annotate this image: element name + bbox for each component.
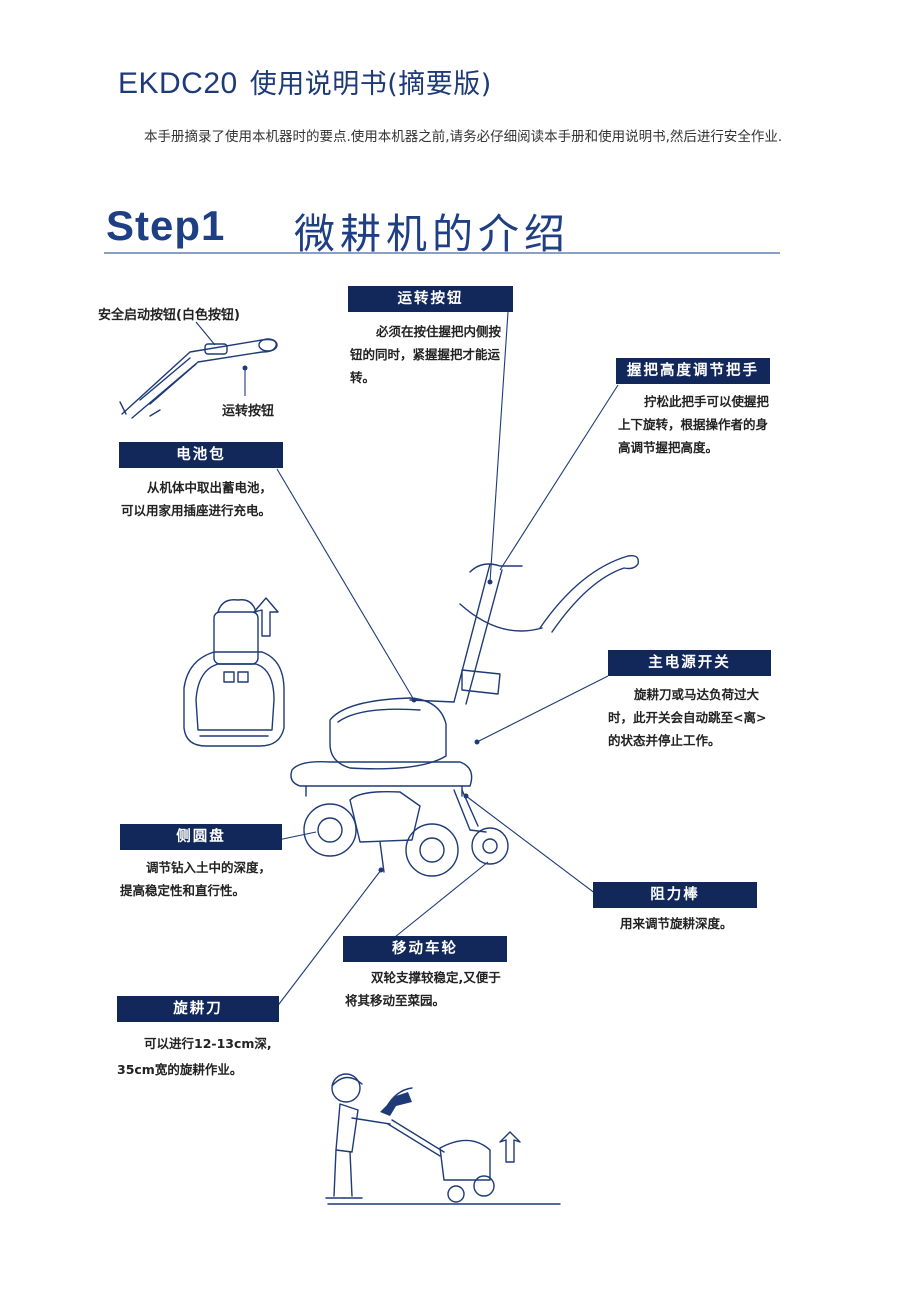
step-title: 微耕机的介绍 bbox=[294, 210, 570, 258]
intro-paragraph: 本手册摘录了使用本机器时的要点.使用本机器之前,请务必仔细阅读本手册和使用说明书… bbox=[144, 129, 783, 145]
wheel-label: 移动车轮 bbox=[343, 936, 507, 962]
operator-scene-illustration bbox=[325, 1073, 561, 1205]
arrow-icon bbox=[380, 1092, 412, 1116]
battery-label: 电池包 bbox=[119, 442, 283, 468]
run-button-desc: 必须在按住握把内侧按钮的同时，紧握握把才能运转。 bbox=[350, 324, 502, 385]
step-number: Step1 bbox=[106, 202, 226, 249]
battery-illustration bbox=[183, 597, 285, 747]
manual-title: 使用说明书(摘要版) bbox=[249, 69, 492, 100]
run-button-label: 运转按钮 bbox=[348, 286, 513, 312]
main-switch-desc: 旋耕刀或马达负荷过大时，此开关会自动跳至<离>的状态并停止工作。 bbox=[608, 687, 767, 748]
resist-bar-desc: 用来调节旋耕深度。 bbox=[620, 916, 733, 931]
main-switch-label: 主电源开关 bbox=[608, 650, 771, 676]
battery-desc: 从机体中取出蓄电池，可以用家用插座进行充电。 bbox=[121, 480, 273, 518]
handle-adjust-label: 握把高度调节把手 bbox=[616, 358, 770, 384]
blade-label: 旋耕刀 bbox=[117, 996, 279, 1022]
wheel-desc: 双轮支撑较稳定,又便于将其移动至菜园。 bbox=[345, 970, 501, 1008]
blade-desc-line1: 可以进行12-13cm深, bbox=[144, 1036, 272, 1051]
step-heading: Step1 微耕机的介绍 bbox=[104, 200, 780, 258]
resist-bar-label: 阻力棒 bbox=[593, 882, 757, 908]
blade-desc-line2: 35cm宽的旋耕作业。 bbox=[117, 1062, 243, 1077]
tiller-machine-illustration bbox=[290, 554, 639, 877]
safety-start-button-label: 安全启动按钮(白色按钮) bbox=[98, 308, 240, 323]
model-number: EKDC20 bbox=[118, 67, 238, 100]
handle-adjust-desc: 拧松此把手可以使握把上下旋转，根据操作者的身高调节握把高度。 bbox=[618, 394, 770, 455]
run-button-small-label: 运转按钮 bbox=[222, 404, 275, 419]
side-disc-label: 侧圆盘 bbox=[120, 824, 282, 850]
side-disc-desc: 调节钻入土中的深度，提高稳定性和直行性。 bbox=[120, 860, 272, 898]
handle-detail-illustration bbox=[119, 338, 278, 419]
document-title: EKDC20 使用说明书(摘要版) bbox=[118, 62, 492, 101]
